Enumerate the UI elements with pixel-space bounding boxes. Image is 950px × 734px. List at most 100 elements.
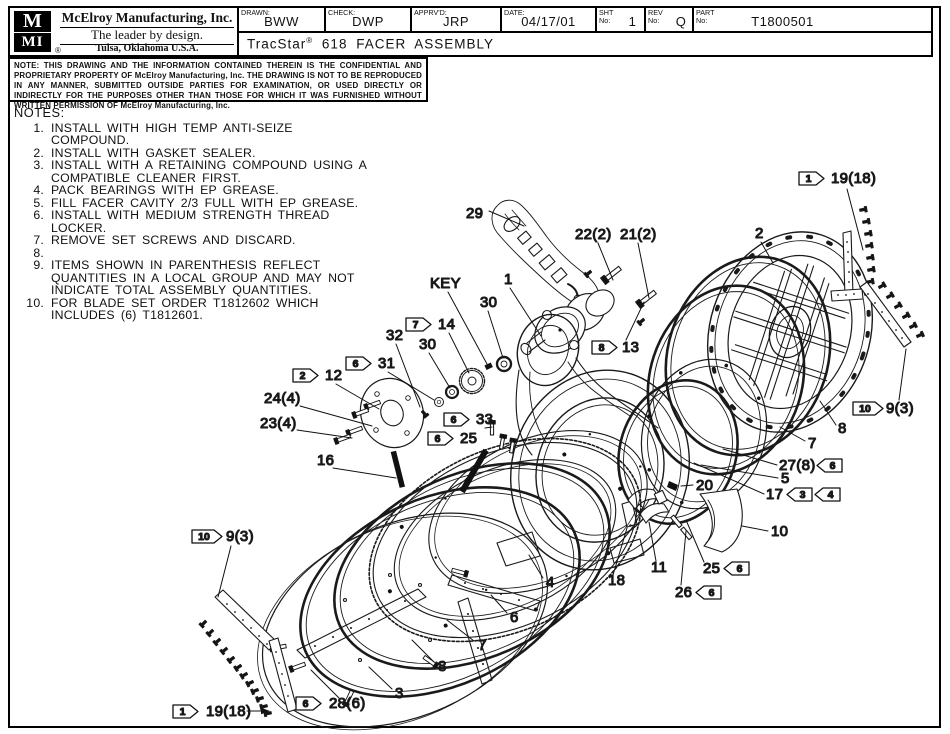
notes-header: NOTES: (14, 105, 65, 120)
leader-line (490, 594, 508, 614)
part-set-screw-20 (667, 481, 678, 491)
note-flag-number: 6 (303, 698, 309, 710)
callout-label: 25 (460, 430, 477, 447)
field-part-no: PART No: T1800501 (694, 8, 931, 31)
mmi-logo-icon: M (14, 11, 51, 32)
note-item: 3.INSTALL WITH A RETAINING COMPOUND USIN… (33, 158, 367, 185)
callout-label: 3 (395, 685, 404, 702)
part-hydraulic-motor-13 (520, 289, 615, 356)
leader-line (411, 639, 435, 663)
callout-label: 9(3) (226, 528, 254, 545)
callout-label: 8 (838, 420, 847, 437)
part-keys-16 (390, 448, 489, 494)
note-flag-number: 6 (353, 358, 359, 370)
note-item: 9.ITEMS SHOWN IN PARENTHESIS REFLECT QUA… (33, 258, 355, 297)
part-guide-10 (699, 488, 743, 553)
company-tagline: The leader by design. (60, 27, 234, 45)
note-flag-number: 1 (806, 173, 812, 185)
callout-label: 14 (438, 316, 455, 333)
part-brackets-right (830, 230, 912, 348)
leader-line (648, 521, 657, 562)
note-flag (427, 431, 454, 446)
field-label: APPRV'D: (414, 8, 447, 17)
note-item: 4.PACK BEARINGS WITH EP GREASE. (33, 183, 279, 197)
callout-label: 21(2) (620, 226, 657, 243)
note-item: 10.FOR BLADE SET ORDER T1812602 WHICH IN… (26, 295, 319, 322)
note-flag (345, 356, 372, 371)
field-label: DATE: (504, 8, 525, 17)
callout-label: 30 (480, 294, 497, 311)
leader-arrow (261, 707, 270, 715)
company-name: McElroy Manufacturing, Inc. (60, 10, 234, 28)
leader-line (898, 348, 907, 401)
callout-label: 19(18) (831, 170, 876, 187)
note-item: 5.FILL FACER CAVITY 2/3 FULL WITH EP GRE… (33, 195, 359, 210)
note-flag-number: 10 (859, 403, 871, 415)
leader-line (528, 554, 544, 579)
callout-label: 30 (419, 336, 436, 353)
callout-label: KEY (430, 275, 461, 292)
note-flag-number: 6 (737, 563, 743, 575)
field-value: BWW (264, 14, 299, 29)
callout-label: 13 (622, 339, 639, 356)
part-ring-7-right (646, 284, 806, 476)
note-flag-number: 7 (413, 319, 419, 331)
part-hose-assembly-29 (491, 199, 600, 309)
field-check: CHECK: DWP (326, 8, 412, 31)
leader-line (332, 467, 397, 479)
part-ring-8-left (299, 486, 581, 698)
leader-line (722, 448, 778, 466)
callout-label: 27(8) (779, 457, 816, 474)
part-ring-8-right (664, 255, 832, 457)
leader-line (625, 301, 645, 341)
note-flag (786, 487, 813, 502)
field-label: PART No: (696, 8, 715, 25)
callout-label: 32 (386, 327, 403, 344)
callout-label: 9(3) (886, 400, 914, 417)
note-item: 1.INSTALL WITH HIGH TEMP ANTI-SEIZE COMP… (33, 120, 293, 147)
note-flag-number: 6 (435, 433, 441, 445)
leader-line (310, 669, 340, 699)
callout-label: 22(2) (575, 226, 612, 243)
notes-list: 1.INSTALL WITH HIGH TEMP ANTI-SEIZE COMP… (14, 120, 372, 322)
part-washers-and-sprocket (419, 355, 513, 419)
field-value: JRP (442, 14, 470, 29)
note-flag-number: 10 (198, 531, 210, 543)
field-label: REV No: (648, 8, 663, 25)
leader-line (779, 426, 806, 442)
leader-line (846, 188, 864, 251)
title-block-fields: DRAWN: BWW CHECK: DWP APPRV'D: JRP DATE:… (239, 8, 931, 55)
leader-line (296, 429, 353, 439)
note-item: 7.REMOVE SET SCREWS AND DISCARD. (33, 233, 296, 247)
note-flag-number: 3 (800, 489, 806, 501)
note-flag-number: 6 (709, 587, 715, 599)
callout-label: 18 (608, 572, 625, 589)
leader-line (741, 525, 769, 532)
note-flag (816, 458, 843, 473)
note-flag (852, 401, 884, 416)
leader-line (428, 352, 451, 389)
field-value: 1 (628, 14, 637, 29)
callout-label: 28(6) (329, 695, 366, 712)
note-flag (405, 317, 432, 332)
part-drive-wheel-2 (706, 231, 874, 433)
field-label: CHECK: (328, 8, 356, 17)
field-value: Q (675, 14, 687, 29)
callout-label: 5 (781, 470, 790, 487)
field-label: SHT No: (599, 8, 614, 25)
leader-line (680, 484, 694, 487)
leader-line (488, 210, 525, 227)
field-value: T1800501 (751, 14, 814, 29)
note-flag (295, 696, 322, 711)
leader-line (819, 400, 837, 426)
callout-label: 24(4) (264, 390, 301, 407)
callout-label: 20 (696, 477, 713, 494)
field-sheet-no: SHT No: 1 (597, 8, 646, 31)
callout-label: 6 (510, 609, 519, 626)
leader-line (395, 343, 421, 408)
leader-line (597, 242, 614, 281)
leader-line (693, 462, 765, 495)
field-rev-no: REV No: Q (646, 8, 694, 31)
leader-line (685, 519, 705, 563)
